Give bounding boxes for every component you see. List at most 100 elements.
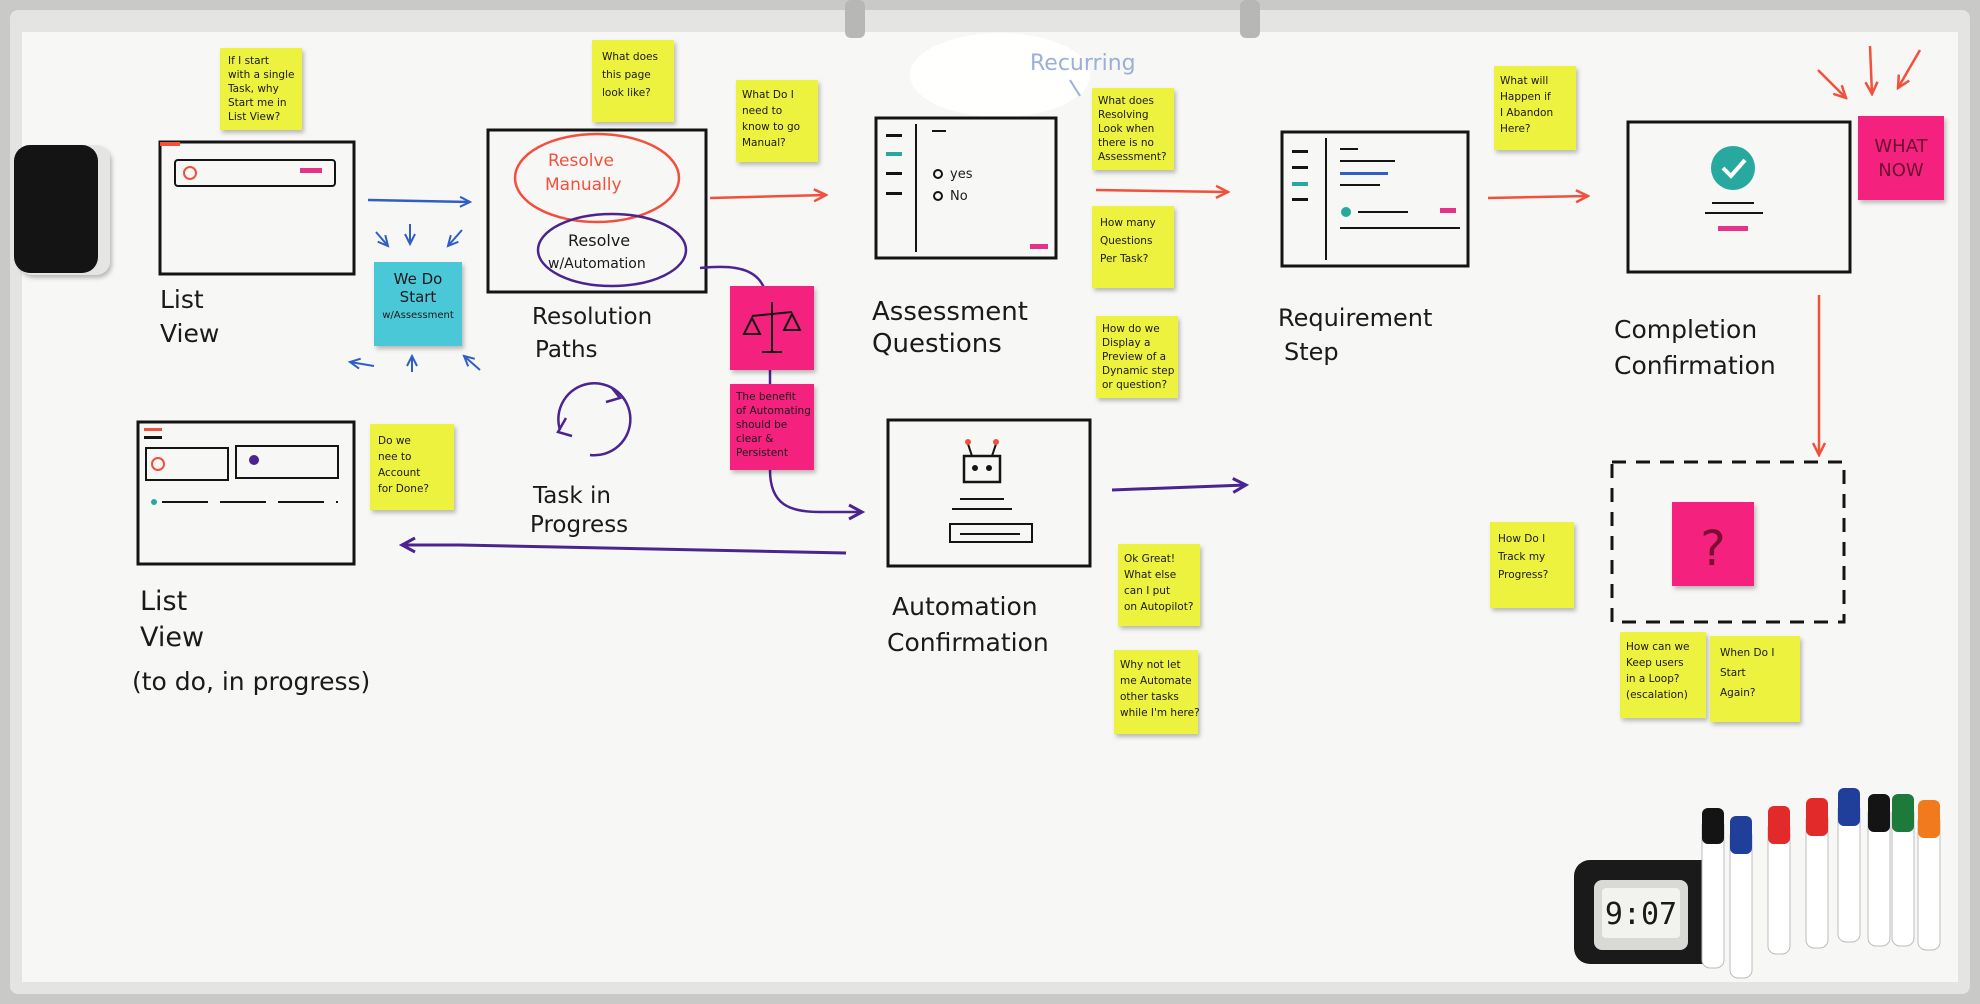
resolution-paths-label-line2: Paths — [535, 337, 598, 363]
svg-text:Why not let: Why not let — [1120, 659, 1181, 671]
frame-clip-right — [1240, 0, 1260, 38]
desk-clock: 9:07 — [1574, 860, 1722, 964]
list-view-2-label-line1: List — [140, 586, 187, 617]
task-in-progress-line1: Task in — [532, 483, 611, 509]
svg-text:The benefit: The benefit — [735, 391, 796, 403]
svg-text:look like?: look like? — [602, 87, 651, 99]
sticky-note-what-does-page-look-like: What does this page look like? — [592, 40, 674, 122]
assessment-option-yes: yes — [950, 167, 973, 182]
svg-text:of Automating: of Automating — [736, 405, 811, 417]
svg-text:Keep users: Keep users — [1626, 657, 1684, 669]
requirement-step-label-line2: Step — [1284, 338, 1339, 366]
list-view-label-line1: List — [160, 285, 204, 314]
svg-text:Task, why: Task, why — [227, 83, 279, 95]
svg-text:What else: What else — [1124, 569, 1176, 581]
svg-text:(escalation): (escalation) — [1626, 689, 1688, 701]
what-now-sticky — [1858, 116, 1944, 200]
sticky-note-start-with-assessment: We Do Start w/Assessment — [374, 262, 462, 346]
assessment-questions-label-line2: Questions — [872, 329, 1002, 359]
marker-orange — [1918, 800, 1940, 950]
svg-text:know to go: know to go — [742, 121, 800, 133]
marker-black-2 — [1868, 794, 1890, 946]
svg-text:Start me in: Start me in — [228, 97, 287, 109]
sticky-note-automate-other-tasks: Why not let me Automate other tasks whil… — [1114, 650, 1200, 734]
svg-text:w/Assessment: w/Assessment — [382, 310, 454, 321]
what-now-line1: WHAT — [1874, 136, 1928, 157]
svg-text:Account: Account — [378, 467, 420, 479]
sticky-note-track-progress: How Do I Track my Progress? — [1490, 522, 1574, 608]
clock-display: 9:07 — [1605, 897, 1677, 932]
svg-text:Start: Start — [400, 288, 437, 306]
recurring-annotation: Recurring — [1030, 51, 1136, 76]
svg-text:When Do I: When Do I — [1720, 647, 1774, 659]
list-view-2-label-line3: (to do, in progress) — [132, 667, 370, 696]
what-now-line2: NOW — [1878, 160, 1924, 181]
svg-text:How can we: How can we — [1626, 641, 1690, 653]
marker-red-1 — [1768, 806, 1790, 954]
svg-text:Assessment?: Assessment? — [1098, 151, 1167, 163]
sticky-note-start-again: When Do I Start Again? — [1710, 636, 1800, 722]
marker-blue-2 — [1838, 788, 1860, 942]
svg-text:How do we: How do we — [1102, 323, 1160, 335]
question-mark: ? — [1700, 521, 1725, 577]
sticky-note-account-for-done: Do we nee to Account for Done? — [370, 424, 454, 510]
svg-text:Per Task?: Per Task? — [1100, 253, 1148, 265]
svg-text:Again?: Again? — [1720, 687, 1755, 699]
svg-text:this page: this page — [602, 69, 651, 81]
svg-text:We Do: We Do — [394, 270, 443, 288]
svg-text:Start: Start — [1720, 667, 1746, 679]
svg-text:should be: should be — [736, 419, 787, 431]
svg-text:Display a: Display a — [1102, 337, 1150, 349]
svg-text:there is no: there is no — [1098, 137, 1154, 149]
svg-text:me Automate: me Automate — [1120, 675, 1192, 687]
marker-red-2 — [1806, 798, 1828, 948]
svg-text:Track my: Track my — [1497, 551, 1545, 563]
svg-text:Progress?: Progress? — [1498, 569, 1548, 581]
svg-text:Resolving: Resolving — [1098, 109, 1149, 121]
sticky-note-questions-per-task: How many Questions Per Task? — [1092, 206, 1174, 288]
resolve-manually-line2: Manually — [545, 175, 622, 195]
svg-text:What does: What does — [602, 51, 658, 63]
svg-text:Persistent: Persistent — [736, 447, 788, 459]
svg-text:with a single: with a single — [228, 69, 294, 81]
assessment-option-no: No — [950, 189, 968, 204]
svg-text:Here?: Here? — [1500, 123, 1530, 135]
marker-black — [1702, 808, 1724, 968]
completion-confirmation-label-line2: Confirmation — [1614, 351, 1776, 380]
automation-confirmation-label-line1: Automation — [892, 592, 1038, 621]
sticky-note-keep-users-in-loop: How can we Keep users in a Loop? (escala… — [1620, 632, 1706, 718]
list-view-label-line2: View — [160, 319, 219, 348]
task-in-progress-line2: Progress — [530, 512, 628, 538]
svg-text:Manual?: Manual? — [742, 137, 786, 149]
svg-text:on Autopilot?: on Autopilot? — [1124, 601, 1193, 613]
svg-text:in a Loop?: in a Loop? — [1626, 673, 1679, 685]
svg-text:How Do I: How Do I — [1498, 533, 1545, 545]
svg-text:Happen if: Happen if — [1500, 91, 1551, 103]
svg-text:How many: How many — [1100, 217, 1156, 229]
svg-text:other tasks: other tasks — [1120, 691, 1179, 703]
automation-confirmation-label-line2: Confirmation — [887, 628, 1049, 657]
eraser — [14, 145, 110, 275]
svg-text:Questions: Questions — [1100, 235, 1152, 247]
svg-text:need to: need to — [742, 105, 782, 117]
svg-text:or question?: or question? — [1102, 379, 1167, 391]
resolve-manually-line1: Resolve — [548, 151, 614, 171]
svg-text:clear &: clear & — [736, 433, 773, 445]
svg-text:If I start: If I start — [228, 55, 269, 67]
list-view-2-label-line2: View — [140, 622, 204, 653]
svg-text:List View?: List View? — [228, 111, 280, 123]
sticky-note-display-preview: How do we Display a Preview of a Dynamic… — [1096, 316, 1178, 398]
svg-text:What does: What does — [1098, 95, 1154, 107]
sticky-note-start-single-task: If I start with a single Task, why Start… — [220, 48, 302, 130]
sticky-note-scales — [730, 286, 814, 370]
sticky-note-put-on-autopilot: Ok Great! What else can I put on Autopil… — [1118, 544, 1200, 626]
sticky-note-resolving-no-assessment: What does Resolving Look when there is n… — [1092, 88, 1174, 170]
resolution-paths-label-line1: Resolution — [532, 304, 652, 330]
marker-blue — [1730, 816, 1752, 978]
frame-clip-left — [845, 0, 865, 38]
svg-text:Look when: Look when — [1098, 123, 1154, 135]
svg-text:Ok Great!: Ok Great! — [1124, 553, 1175, 565]
svg-text:Dynamic step: Dynamic step — [1102, 365, 1175, 377]
svg-text:What will: What will — [1500, 75, 1548, 87]
